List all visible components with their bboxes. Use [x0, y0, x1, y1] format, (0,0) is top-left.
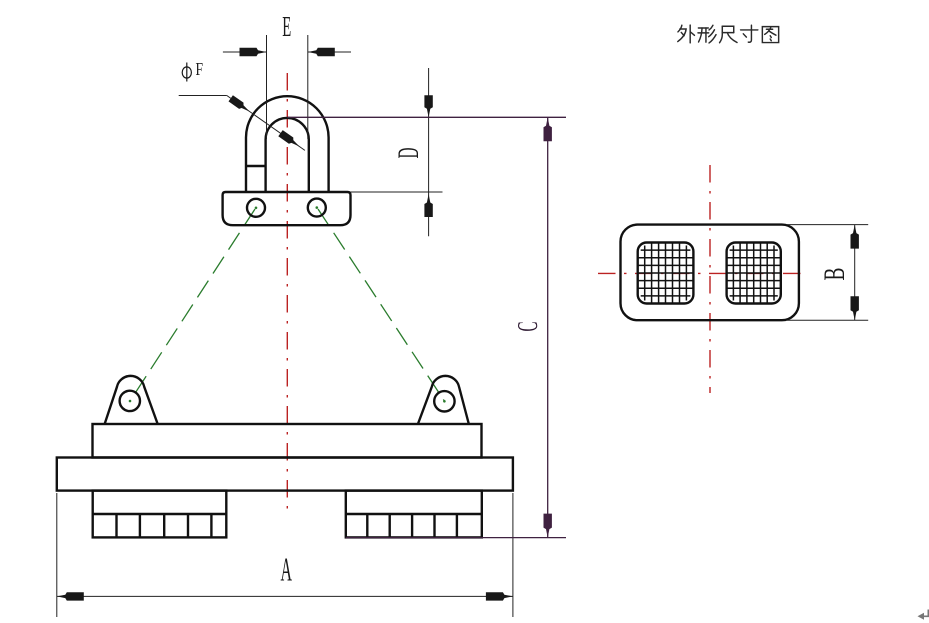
svg-text:D: D: [392, 148, 425, 159]
svg-text:A: A: [280, 552, 292, 589]
svg-text:B: B: [819, 268, 851, 281]
svg-text:E: E: [282, 11, 291, 43]
svg-text:C: C: [512, 322, 544, 332]
svg-text:F: F: [196, 59, 204, 79]
